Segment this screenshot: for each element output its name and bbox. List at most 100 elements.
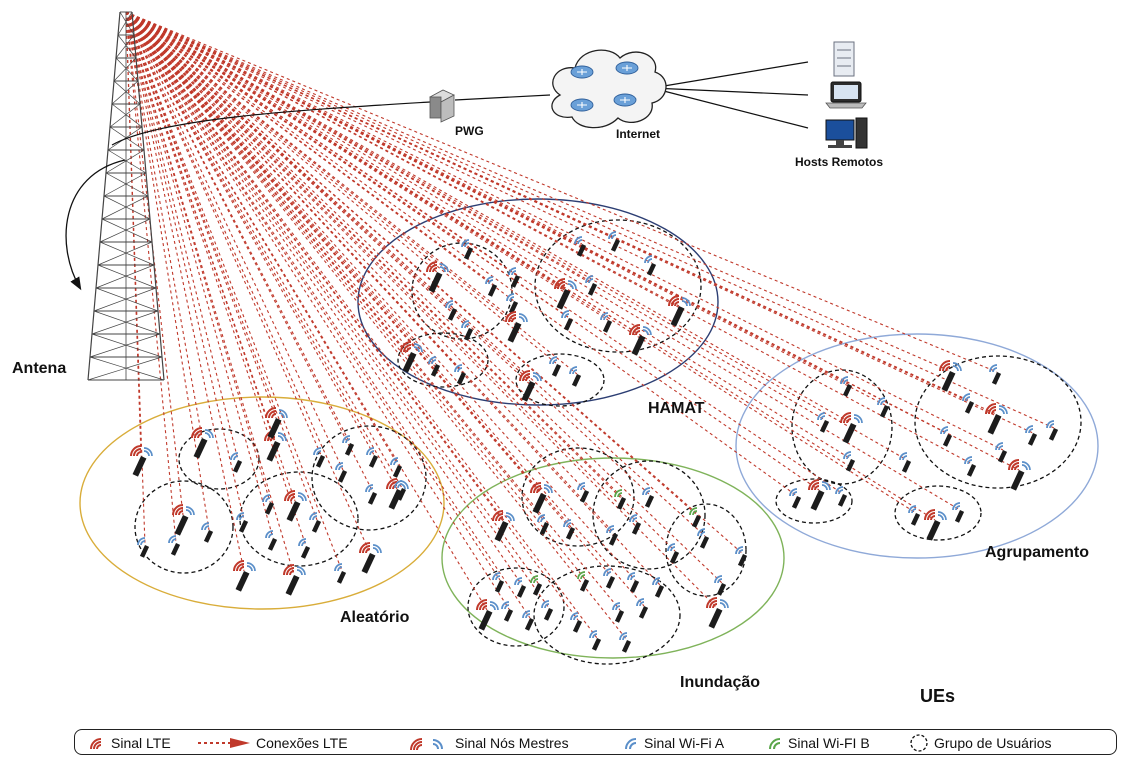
user-device-icon	[485, 276, 498, 297]
master-node-device-icon	[265, 407, 288, 439]
lte-connection-line	[125, 11, 1004, 451]
user-group-boundary	[533, 565, 681, 665]
lte-connection-line	[125, 11, 1020, 471]
user-device-icon	[168, 535, 181, 556]
user-device-icon	[603, 568, 616, 589]
user-device-icon	[714, 575, 727, 596]
laptop-icon	[825, 81, 867, 109]
aleatorio-area	[79, 396, 445, 610]
user-device-icon	[689, 507, 702, 528]
user-device-icon	[461, 239, 474, 260]
lte-connection-line	[125, 11, 403, 489]
user-group-icon	[910, 734, 928, 752]
user-device-icon	[636, 598, 649, 619]
user-device-icon	[309, 512, 322, 533]
user-group-boundary	[467, 567, 565, 647]
master-node-device-icon	[130, 445, 153, 477]
user-device-icon	[137, 537, 150, 558]
master-node-device-icon	[808, 479, 831, 511]
user-device-icon	[541, 600, 554, 621]
agrupamento-label: Agrupamento	[985, 544, 1089, 561]
user-device-icon	[608, 231, 621, 252]
lte-connection-line	[125, 11, 820, 491]
lte-connection-line	[125, 11, 515, 302]
user-device-icon	[1046, 420, 1059, 441]
user-group-boundary	[914, 355, 1082, 489]
user-group-boundary	[239, 471, 359, 567]
lte-connection-line	[125, 11, 852, 460]
router-icon	[570, 98, 594, 112]
lte-connection-line	[125, 11, 523, 586]
router-icon	[570, 65, 594, 79]
lte-connection-line	[125, 11, 276, 442]
master-node-device-icon	[233, 560, 256, 592]
user-device-icon	[236, 512, 249, 533]
master-node-device-icon	[191, 427, 214, 459]
user-device-icon	[642, 487, 655, 508]
user-device-icon	[298, 538, 311, 559]
router-icon	[613, 93, 637, 107]
internet-cloud-icon	[551, 49, 667, 129]
user-device-icon	[570, 612, 583, 633]
legend: Sinal LTE Conexões LTE Sinal Nós Mestres…	[74, 729, 1117, 755]
user-device-icon	[508, 267, 521, 288]
user-device-icon	[606, 525, 619, 546]
lte-connection-line	[125, 11, 973, 465]
lte-connection-line	[125, 11, 661, 586]
wifi-b-icon	[769, 738, 781, 750]
lte-connection-line	[125, 11, 936, 521]
user-device-icon	[335, 462, 348, 483]
legend-wifi-b: Sinal Wi-FI B	[766, 735, 870, 751]
master-node-device-icon	[629, 324, 652, 356]
user-device-icon	[964, 456, 977, 477]
master-node-device-icon	[519, 370, 542, 402]
antenna-label: Antena	[12, 360, 67, 377]
master-node-device-icon	[939, 360, 962, 392]
user-group-boundary	[311, 425, 427, 531]
lte-connection-line	[125, 11, 318, 521]
lte-connection-line	[125, 11, 399, 466]
master-node-device-icon	[840, 412, 863, 444]
lte-connection-line	[125, 11, 615, 534]
user-device-icon	[262, 494, 275, 515]
lte-connection-line	[125, 11, 609, 321]
user-device-icon	[644, 255, 657, 276]
user-group-boundary	[178, 428, 260, 490]
lte-connection-line	[125, 11, 706, 537]
legend-user-group: Grupo de Usuários	[908, 734, 1052, 752]
user-group-boundary	[515, 353, 605, 407]
lte-connection-line	[125, 11, 296, 502]
lte-connection-line	[125, 11, 638, 523]
user-device-icon	[629, 514, 642, 535]
lte-connection-line	[125, 11, 826, 421]
lte-connection-line	[125, 11, 371, 554]
master-node-device-icon	[476, 599, 499, 631]
lte-connection-line	[125, 11, 239, 461]
lte-connection-line	[125, 11, 245, 521]
user-group-boundary	[534, 219, 702, 353]
user-device-icon	[835, 486, 848, 507]
user-device-icon	[342, 435, 355, 456]
lte-connection-line	[125, 11, 177, 544]
user-device-icon	[514, 577, 527, 598]
user-device-icon	[962, 393, 975, 414]
user-device-icon	[366, 447, 379, 468]
user-device-icon	[577, 571, 590, 592]
internet-label: Internet	[616, 127, 661, 141]
lte-connection-line	[125, 11, 718, 609]
user-device-icon	[667, 543, 680, 564]
lte-signal-icon	[90, 738, 102, 750]
aleatorio-label: Aleatório	[340, 609, 410, 626]
user-group-boundary	[397, 332, 489, 388]
user-device-icon	[506, 293, 519, 314]
lte-connection-line	[125, 11, 307, 547]
master-node-device-icon	[284, 490, 307, 522]
lte-connection-line	[125, 11, 578, 375]
wifi-a-icon	[625, 738, 637, 750]
user-device-icon	[201, 522, 214, 543]
user-device-icon	[522, 610, 535, 631]
user-device-icon	[390, 457, 403, 478]
user-group-boundary	[775, 478, 853, 524]
lte-connection-line	[125, 11, 1034, 434]
